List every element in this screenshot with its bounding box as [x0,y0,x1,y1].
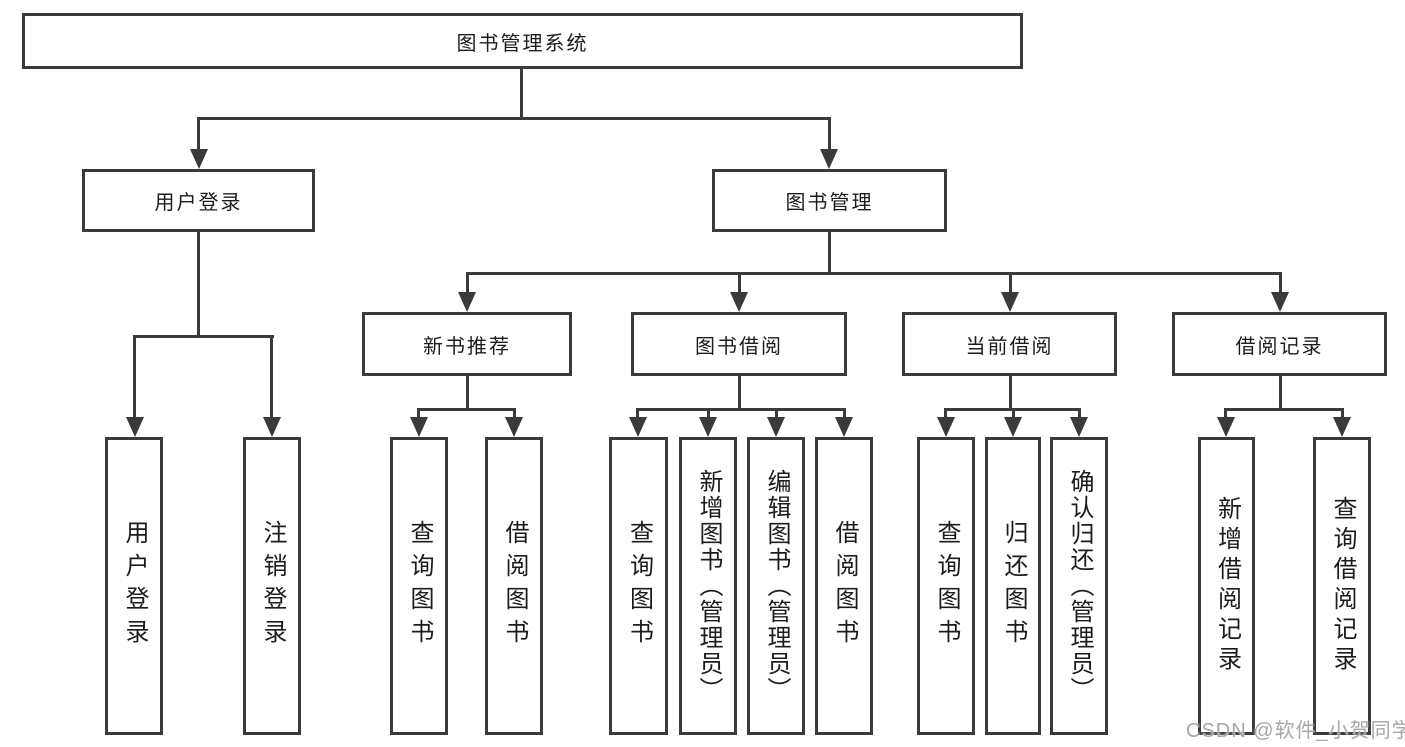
arrow-down-icon [1070,417,1088,437]
arrow-down-icon [767,417,785,437]
node-leaf-query-books-2: 查询图书 [609,437,668,735]
connector-drop-login [133,335,136,420]
connector-leaf-drop [1078,408,1081,421]
arrow-down-icon [1333,417,1351,437]
connector-leaf-drop [1224,408,1227,421]
leaf-label: 注销登录 [259,520,286,652]
connector-leaf-drop [843,408,846,421]
arrow-down-icon [410,417,428,437]
connector-stem-current-borrow [1009,375,1012,411]
connector-drop-current-borrow [1009,272,1012,296]
connector-stem-new-books [466,375,469,411]
node-root: 图书管理系统 [22,13,1023,69]
leaf-label: 归还图书 [1000,520,1027,652]
leaf-label: 新增借阅记录 [1213,496,1241,676]
arrow-down-icon [937,417,955,437]
node-book-management-label: 图书管理 [785,192,874,214]
node-leaf-confirm-return-admin: 确认归还（管理员） [1050,437,1108,735]
arrow-down-icon [505,417,523,437]
node-borrowing-records: 借阅记录 [1172,312,1387,376]
connector-drop-user-login [197,117,200,152]
leaf-label: 查询图书 [406,520,433,652]
node-leaf-edit-books-admin: 编辑图书（管理员） [747,437,805,735]
arrow-down-icon [126,417,144,437]
node-new-book-recommendation-label: 新书推荐 [423,335,511,358]
csdn-watermark: CSDN @软件_小贺同学 [1186,720,1405,742]
node-leaf-query-books-3: 查询图书 [917,437,975,735]
node-leaf-logout: 注销登录 [243,437,301,735]
node-leaf-borrow-books-1: 借阅图书 [485,437,543,735]
arrow-down-icon [699,417,717,437]
connector-leaf-drop [1341,408,1344,421]
node-leaf-add-books-admin: 新增图书（管理员） [679,437,737,735]
node-user-login-label: 用户登录 [154,192,243,214]
arrow-down-icon [730,292,748,312]
arrow-down-icon [1217,417,1235,437]
node-leaf-query-books-1: 查询图书 [390,437,448,735]
connector-stem-book-borrow [738,375,741,411]
node-root-label: 图书管理系统 [456,32,589,55]
connector-drop-book-borrow [738,272,741,296]
connector-drop-new-books [466,272,469,296]
connector-leaf-drop [1012,408,1015,421]
arrow-down-icon [458,292,476,312]
connector-leaf-drop [513,408,516,421]
connector-leaf-drop [707,408,710,421]
leaf-label: 借阅图书 [831,520,858,652]
node-book-management: 图书管理 [712,169,947,232]
arrow-down-icon [1004,417,1022,437]
node-current-borrowing-label: 当前借阅 [965,335,1054,358]
arrow-down-icon [820,149,838,169]
connector-user-login-stem [197,231,200,338]
node-borrowing-records-label: 借阅记录 [1235,335,1324,358]
leaf-label: 查询借阅记录 [1329,496,1356,676]
leaf-label: 新增图书（管理员） [695,469,722,703]
node-leaf-borrow-books-2: 借阅图书 [815,437,873,735]
connector-book-mgmt-stem [828,231,831,273]
leaf-label: 用户登录 [121,520,148,652]
connector-root-stem [520,68,523,118]
connector-level2-rail [197,117,831,120]
arrow-down-icon [1001,292,1019,312]
leaf-label: 确认归还（管理员） [1066,469,1093,703]
arrow-down-icon [629,417,647,437]
arrow-down-icon [190,149,208,169]
node-leaf-add-borrow-record: 新增借阅记录 [1198,437,1255,735]
connector-leaf-drop [636,408,639,421]
connector-leaf-drop [944,408,947,421]
connector-rail-book-borrow [636,408,846,411]
arrow-down-icon [1271,292,1289,312]
node-current-borrowing: 当前借阅 [902,312,1117,376]
node-book-borrowing-label: 图书借阅 [695,335,783,358]
node-book-borrowing: 图书借阅 [631,312,847,376]
connector-drop-borrow-records [1279,272,1282,296]
leaf-label: 查询图书 [933,520,960,652]
arrow-down-icon [263,417,281,437]
connector-user-login-rail [133,335,274,338]
node-leaf-user-login: 用户登录 [105,437,163,735]
leaf-label: 查询图书 [625,520,653,652]
connector-level3-rail [466,272,1282,275]
connector-leaf-drop [775,408,778,421]
connector-drop-logout [270,335,273,420]
connector-leaf-drop [417,408,420,421]
node-new-book-recommendation: 新书推荐 [362,312,572,376]
node-leaf-query-borrow-record: 查询借阅记录 [1313,437,1371,735]
leaf-label: 编辑图书（管理员） [763,469,790,703]
node-leaf-return-books: 归还图书 [985,437,1041,735]
node-user-login: 用户登录 [82,169,315,232]
connector-rail-borrow-records [1224,408,1344,411]
connector-drop-book-mgmt [828,117,831,152]
connector-rail-new-books [417,408,516,411]
leaf-label: 借阅图书 [501,520,528,652]
connector-stem-borrow-records [1279,375,1282,411]
arrow-down-icon [835,417,853,437]
